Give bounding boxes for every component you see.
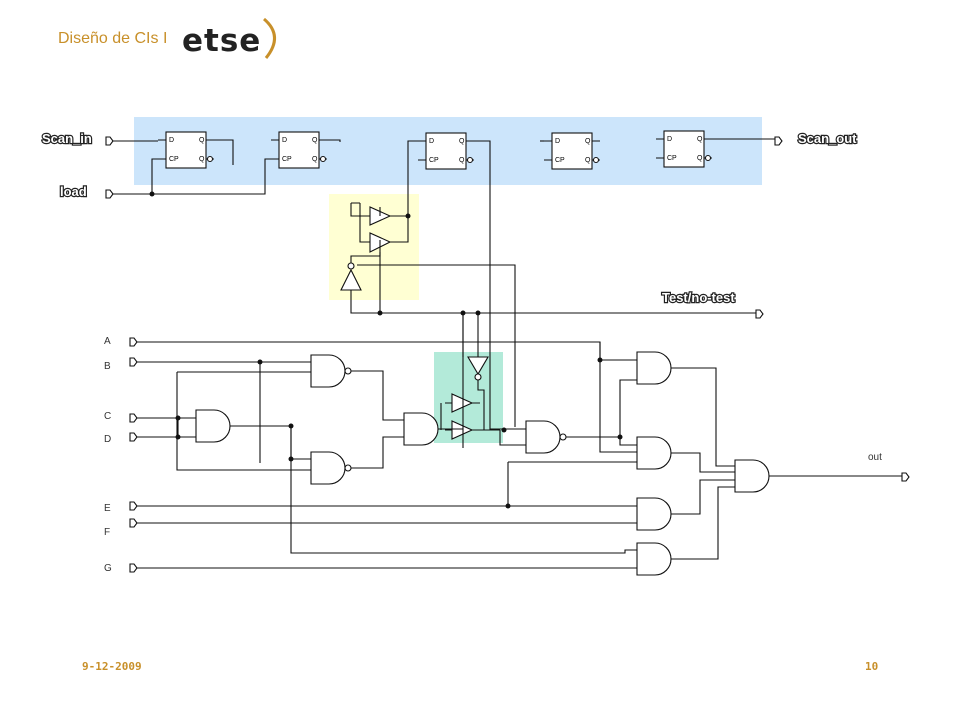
svg-text:CP: CP: [555, 157, 565, 164]
svg-text:Q: Q: [199, 156, 205, 163]
mux-wires: [327, 139, 756, 427]
footer-date: 9-12-2009: [82, 660, 142, 673]
input-label-g: G: [104, 563, 112, 574]
scan-in-label: Scan_in: [42, 131, 92, 146]
footer-page-number: 10: [865, 660, 879, 673]
svg-text:D: D: [667, 136, 672, 143]
svg-text:Q: Q: [459, 157, 465, 164]
logic-gates: [195, 351, 770, 576]
flipflop-2: D Q CP Q: [278, 131, 320, 169]
input-pins: [105, 136, 910, 573]
svg-text:Q: Q: [697, 136, 703, 143]
flipflop-3: D Q CP Q: [425, 132, 467, 170]
logic-wires: [137, 341, 902, 569]
tristate-buffers: [451, 356, 489, 440]
scan-out-label: Scan_out: [798, 131, 857, 146]
svg-text:Q: Q: [312, 156, 318, 163]
svg-text:Q: Q: [312, 137, 318, 144]
flipflop-4: D Q CP Q: [551, 132, 593, 170]
flipflop-1: D Q CP Q: [165, 131, 207, 169]
input-label-d: D: [104, 434, 111, 445]
svg-text:Q: Q: [585, 138, 591, 145]
svg-text:Q: Q: [585, 157, 591, 164]
out-label: out: [868, 452, 882, 463]
load-label: load: [60, 184, 87, 199]
svg-text:CP: CP: [429, 157, 439, 164]
scan-wires: [113, 138, 775, 195]
svg-text:D: D: [282, 137, 287, 144]
test-no-test-label: Test/no-test: [662, 290, 735, 305]
etse-logo: etse: [182, 17, 276, 59]
input-label-f: F: [104, 527, 110, 538]
svg-text:CP: CP: [667, 155, 677, 162]
flipflop-5: D Q CP Q: [663, 130, 705, 168]
svg-text:CP: CP: [282, 156, 292, 163]
input-label-c: C: [104, 411, 111, 422]
svg-text:Q: Q: [459, 138, 465, 145]
svg-text:Q: Q: [199, 137, 205, 144]
svg-text:D: D: [555, 138, 560, 145]
svg-text:Q: Q: [697, 155, 703, 162]
input-label-b: B: [104, 361, 111, 372]
svg-text:etse: etse: [182, 23, 261, 59]
header-title: Diseño de CIs I: [58, 30, 168, 47]
svg-text:CP: CP: [169, 156, 179, 163]
input-label-a: A: [104, 336, 111, 347]
input-label-e: E: [104, 503, 111, 514]
svg-text:D: D: [169, 137, 174, 144]
svg-text:D: D: [429, 138, 434, 145]
